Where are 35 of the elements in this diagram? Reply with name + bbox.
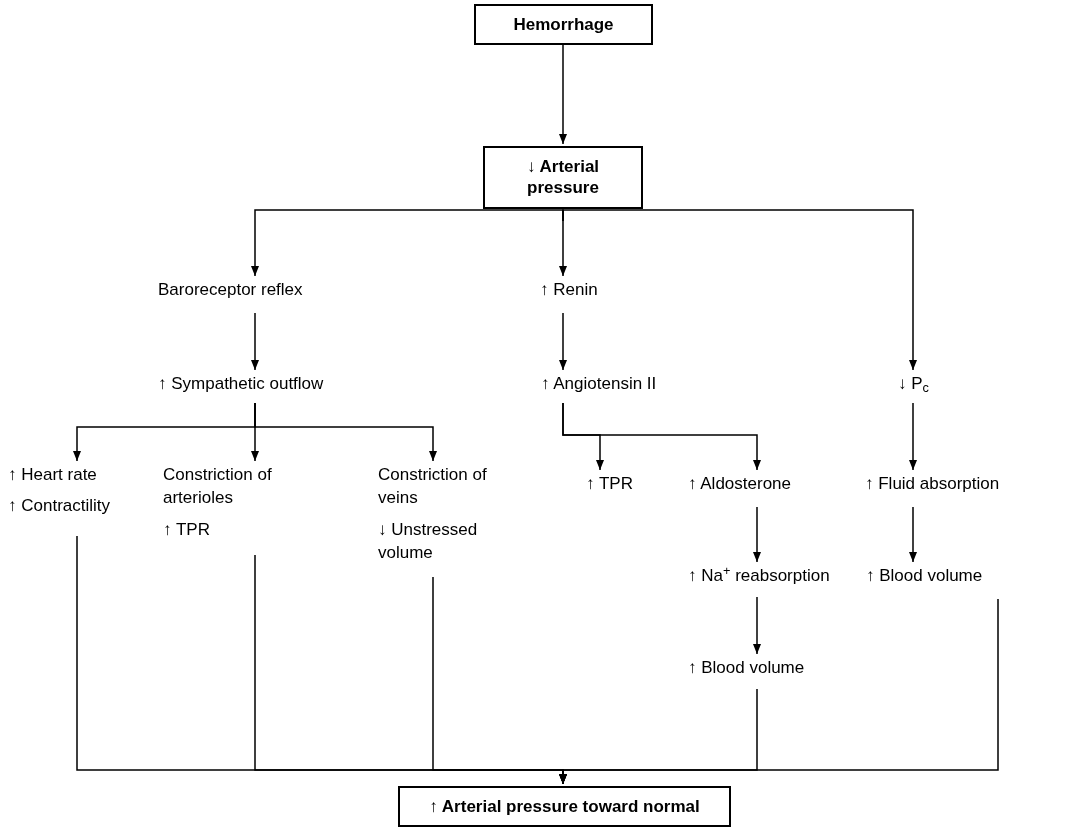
arrow (559, 598, 999, 785)
arrow (753, 596, 761, 655)
flow-label: Baroreceptor reflex (158, 279, 304, 301)
arrow (559, 44, 567, 145)
flow-label: ↓ Unstressed volume (378, 518, 479, 565)
flow-label: Constriction of veins (378, 464, 488, 510)
flow-label: ↑ Contractility (8, 495, 112, 518)
flow-label: ↑ Blood volume (866, 565, 984, 587)
flow-label: ↑ Na$^{+}$ reabsorption (688, 564, 831, 587)
flow-label: Constriction of arterioles (163, 464, 273, 510)
arrow (909, 402, 917, 471)
process-box (474, 4, 653, 46)
process-box (398, 786, 731, 828)
arrow (251, 209, 564, 277)
box-text: ↓ Arterial pressure (525, 156, 601, 199)
flow-label: ↑ TPR (586, 473, 634, 495)
arrow (254, 402, 437, 462)
arrow (909, 506, 917, 563)
flow-label: ↑ Blood volume (688, 657, 806, 679)
arrow (559, 312, 567, 371)
arrow (562, 402, 761, 471)
flow-label: ↓ P$_{c}$ (898, 373, 930, 396)
process-box (483, 146, 643, 209)
arrow (562, 209, 917, 371)
flow-label: ↑ TPR (163, 518, 211, 541)
box-text: ↑ Arterial pressure toward normal (428, 796, 701, 818)
flow-label: ↑ Renin (540, 279, 599, 301)
arrow (251, 312, 259, 371)
flow-label: ↑ Fluid absorption (865, 473, 1001, 495)
flow-label: ↑ Angiotensin II (541, 373, 658, 395)
flow-label: ↑ Sympathetic outflow (158, 373, 325, 395)
flow-label: ↑ Heart rate (8, 464, 98, 486)
box-text: Hemorrhage (512, 14, 615, 36)
flow-label: ↑ Aldosterone (688, 473, 792, 495)
arrow (753, 506, 761, 563)
